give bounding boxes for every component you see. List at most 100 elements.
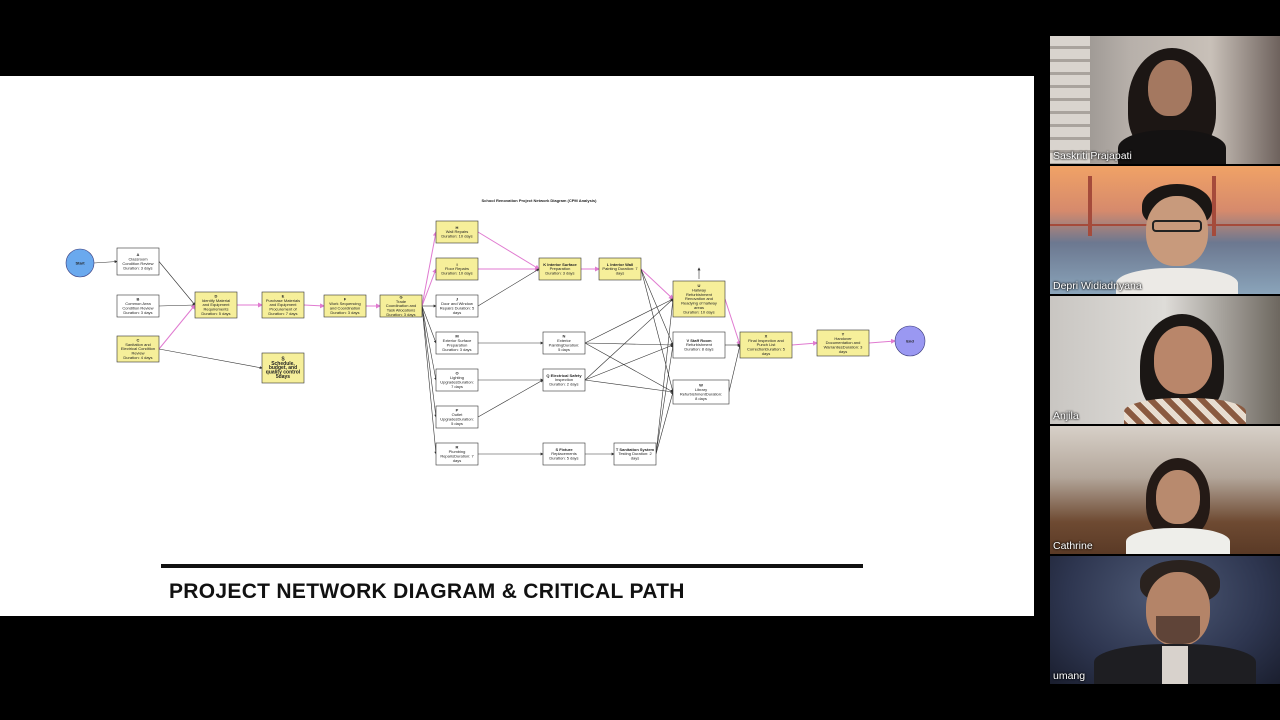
- svg-text:Outlet: Outlet: [452, 412, 464, 417]
- svg-text:Hallway: Hallway: [692, 287, 706, 292]
- svg-text:Refurbishment: Refurbishment: [686, 292, 713, 297]
- svg-text:days: days: [453, 458, 461, 463]
- svg-text:X: X: [765, 333, 768, 338]
- svg-text:Inspection: Inspection: [555, 377, 573, 382]
- shared-slide: School Renovation Project Network Diagra…: [0, 76, 1034, 616]
- svg-text:Coordination and: Coordination and: [386, 303, 416, 308]
- participant-name: Saskriti Prajapati: [1053, 150, 1132, 162]
- svg-text:areas: areas: [694, 305, 704, 310]
- svg-text:Procurement of: Procurement of: [269, 307, 297, 312]
- svg-text:Library: Library: [695, 387, 707, 392]
- network-diagram: School Renovation Project Network Diagra…: [65, 198, 926, 466]
- diagram-edge: [724, 298, 742, 346]
- svg-text:End: End: [906, 339, 914, 344]
- svg-text:Work Sequencing: Work Sequencing: [329, 301, 361, 306]
- participant-tile[interactable]: Anjila: [1050, 296, 1280, 424]
- title-rule: [161, 564, 863, 568]
- svg-text:Condition Review: Condition Review: [122, 261, 153, 266]
- svg-text:WarrantiesDuration: 3: WarrantiesDuration: 3: [824, 345, 864, 350]
- participant-video: [1120, 312, 1250, 424]
- svg-text:Door and Window: Door and Window: [441, 301, 473, 306]
- svg-text:Duration: 7 days: Duration: 7 days: [268, 311, 297, 316]
- svg-text:Q Electrical Safety: Q Electrical Safety: [546, 373, 582, 378]
- svg-text:CorrectionDuration: 5: CorrectionDuration: 5: [747, 347, 786, 352]
- svg-text:Electrical Condition: Electrical Condition: [121, 346, 155, 351]
- svg-text:Preparation: Preparation: [550, 266, 571, 271]
- diagram-edge: [584, 379, 674, 394]
- diagram-edge: [158, 261, 196, 306]
- participant-tile[interactable]: Saskriti Prajapati: [1050, 36, 1280, 164]
- svg-text:K Interior Surface: K Interior Surface: [543, 262, 577, 267]
- diagram-edge: [655, 298, 675, 455]
- diagram-edge: [791, 340, 818, 346]
- svg-text:Exterior: Exterior: [557, 338, 571, 343]
- svg-text:days: days: [762, 351, 770, 356]
- bridge-tower: [1088, 176, 1092, 236]
- svg-text:Preparation: Preparation: [447, 342, 468, 347]
- svg-text:5days: 5days: [276, 374, 290, 380]
- svg-text:G: G: [399, 294, 402, 299]
- svg-text:N: N: [563, 334, 566, 339]
- participant-tile[interactable]: Cathrine: [1050, 426, 1280, 554]
- svg-text:Exterior Surface: Exterior Surface: [443, 338, 472, 343]
- svg-text:5 days: 5 days: [451, 421, 463, 426]
- diagram-edges: [93, 231, 896, 456]
- svg-text:B: B: [137, 297, 140, 302]
- svg-text:and Coordination: and Coordination: [330, 305, 360, 310]
- diagram-edge: [584, 298, 674, 344]
- diagram-edge: [421, 305, 437, 344]
- diagram-title: School Renovation Project Network Diagra…: [482, 198, 598, 203]
- svg-text:Sanitation and: Sanitation and: [125, 342, 151, 347]
- svg-text:Duration: 10 days: Duration: 10 days: [441, 271, 472, 276]
- svg-text:Duration: 5 days: Duration: 5 days: [201, 311, 230, 316]
- svg-text:Replacements: Replacements: [551, 451, 577, 456]
- svg-text:S: S: [281, 356, 285, 362]
- svg-text:L Interior Wall: L Interior Wall: [607, 262, 633, 267]
- svg-text:D: D: [215, 293, 218, 298]
- svg-text:Wall Repairs: Wall Repairs: [446, 229, 469, 234]
- participant-name: Cathrine: [1053, 540, 1093, 552]
- diagram-edge: [158, 303, 196, 307]
- svg-text:S Fixture: S Fixture: [555, 447, 573, 452]
- svg-text:Classroom: Classroom: [128, 257, 148, 262]
- diagram-edge: [158, 304, 196, 350]
- svg-text:Duration: 3 days: Duration: 3 days: [123, 265, 152, 270]
- end-node: End: [894, 325, 926, 357]
- svg-text:Duration: 8 days: Duration: 8 days: [684, 347, 713, 352]
- svg-text:PaintingDuration:: PaintingDuration:: [549, 342, 580, 347]
- svg-text:and Equipment: and Equipment: [203, 302, 231, 307]
- svg-text:Floor Repairs: Floor Repairs: [445, 266, 469, 271]
- svg-text:Condition Review: Condition Review: [122, 305, 153, 310]
- participant-tile[interactable]: Depri Widiadnyana: [1050, 166, 1280, 294]
- svg-text:Duration: 3 days: Duration: 3 days: [330, 310, 359, 315]
- svg-text:and Equipment: and Equipment: [270, 302, 298, 307]
- diagram-edge: [421, 305, 438, 418]
- svg-text:Duration: 3 days: Duration: 3 days: [123, 310, 152, 315]
- bridge-tower: [1212, 176, 1216, 236]
- participant-tile[interactable]: umang: [1050, 556, 1280, 684]
- participant-name: Anjila: [1053, 410, 1079, 422]
- diagram-edge: [584, 298, 674, 381]
- svg-text:Lighting: Lighting: [450, 375, 464, 380]
- svg-text:days: days: [839, 349, 847, 354]
- svg-text:Documentation and: Documentation and: [826, 340, 861, 345]
- svg-text:days: days: [631, 456, 639, 461]
- svg-text:R: R: [456, 445, 459, 450]
- diagram-edge: [728, 344, 741, 393]
- svg-text:Renovation and: Renovation and: [685, 296, 713, 301]
- svg-text:Duration: 3 days: Duration: 3 days: [386, 312, 415, 317]
- diagram-edge: [421, 305, 438, 381]
- diagram-edge: [584, 344, 674, 381]
- diagram-edge: [158, 348, 263, 370]
- svg-text:Task Allocations: Task Allocations: [387, 308, 415, 313]
